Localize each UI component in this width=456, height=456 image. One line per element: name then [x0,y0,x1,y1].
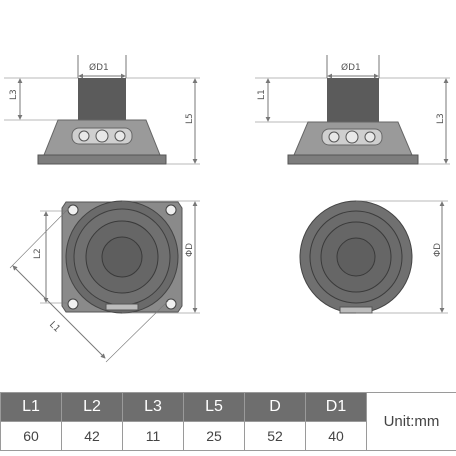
header-cell-d1: D1 [305,392,367,422]
flange [37,154,167,165]
dust-cap [336,237,376,277]
terminal-block [321,128,383,146]
dimension-table: L1 L2 L3 L5 D D1 Unit:mm 60 42 11 25 52 … [0,392,456,451]
table-value-row: 60 42 11 25 52 40 [0,421,456,451]
unit-cell: Unit:mm [366,392,456,451]
header-cell-l5: L5 [183,392,245,422]
d-label-square: ΦD [185,243,195,257]
magnet [327,78,379,122]
d1-label-left: ØD1 [89,62,109,73]
value-cell-l5: 25 [183,421,245,451]
value-cell-l2: 42 [61,421,123,451]
value-cell-l3: 11 [122,421,184,451]
mount-hole [165,298,177,310]
terminal-tab [339,306,373,314]
front-view-round: ΦD [299,200,448,314]
l3-label-left: L3 [9,89,19,100]
value-cell-d1: 40 [305,421,367,451]
terminal-tab [105,303,139,311]
mount-hole [165,204,177,216]
header-cell-l3: L3 [122,392,184,422]
terminal-block [71,127,133,145]
flange [287,154,419,165]
mount-hole [67,298,79,310]
l1-diagonal-label: L1 [47,320,62,335]
d-label-round: ΦD [433,243,443,257]
side-view-right: ØD1 L1 L3 [255,55,450,165]
l2-label: L2 [33,248,43,259]
front-view-square: L2 L1 ΦD [9,200,200,363]
dust-cap [101,236,143,278]
value-cell-d: 52 [244,421,306,451]
header-cell-l2: L2 [61,392,123,422]
speaker-dimension-diagram: ØD1 L3 L5 ØD1 L1 [4,55,450,363]
l3-label-right: L3 [436,113,446,124]
header-cell-l1: L1 [0,392,62,422]
side-view-left: ØD1 L3 L5 [4,55,200,165]
l5-label-left: L5 [185,113,195,124]
table-header-row: L1 L2 L3 L5 D D1 Unit:mm [0,392,456,451]
magnet [78,78,126,120]
d1-label-right: ØD1 [341,62,361,73]
header-cell-d: D [244,392,306,422]
value-cell-l1: 60 [0,421,62,451]
mount-hole [67,204,79,216]
l1-label-right: L1 [257,89,267,100]
